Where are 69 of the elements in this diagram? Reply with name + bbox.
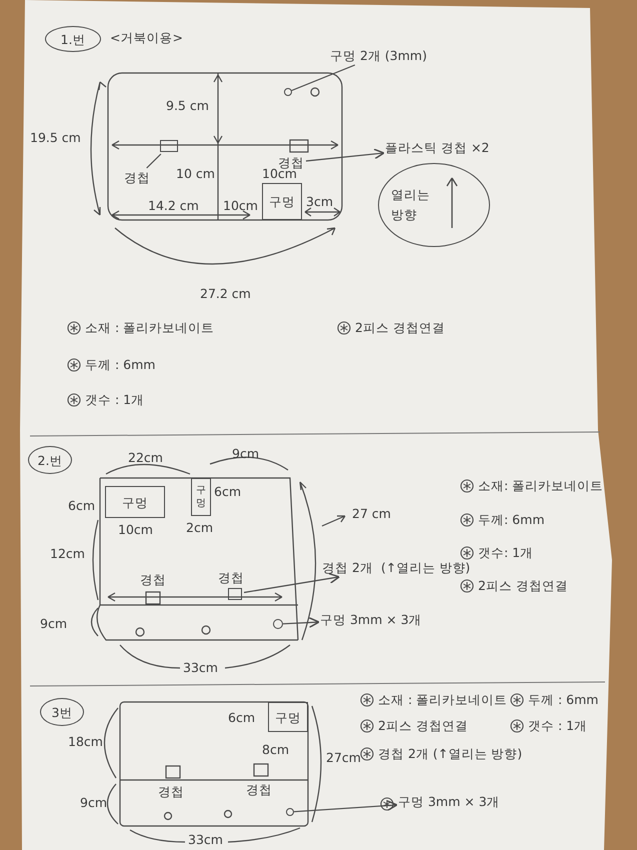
note-text: 경첩 [278,155,304,170]
note-text: 구멍 3mm × 3개 [398,794,500,809]
note-text: 갯수: 1개 [478,545,534,560]
hole-box: 구멍 [262,183,302,220]
hole-circle [273,619,283,629]
hinge-square [160,140,178,152]
note-text: 2피스 경첩연결 [478,578,568,593]
note-text: 두께 : 6mm [85,357,156,372]
note-text: (↑열리는 방향) [380,560,470,575]
dimension-label: 경첩 [246,782,272,797]
hole-circle [286,808,294,816]
leader-line [146,154,162,168]
leader-line [291,64,356,92]
dimension-label: 2cm [186,520,214,535]
dimension-label: 12cm [50,546,85,561]
note-text: 구멍 3mm × 3개 [320,612,422,627]
note-text: 플라스틱 경첩 ×2 [385,140,490,155]
note-text: 2피스 경첩연결 [378,718,468,733]
dimension-label: 14.2 cm [148,198,199,213]
dimension-label: 27.2 cm [200,286,251,301]
hole-box: 구멍 [268,702,308,732]
arrow [244,572,340,594]
dimension-label: 9cm [80,795,108,810]
section-number-circle: 2.번 [28,446,72,474]
dimension-label: 27 cm [352,506,391,521]
dimension-label: 6cm [228,710,256,725]
note-text: 경첩 2개 (↑열리는 방향) [378,746,522,761]
section-number-circle: 3번 [40,698,84,726]
dimension-label: 경첩 [158,784,184,799]
note-text: 2피스 경첩연결 [355,320,445,335]
note-text: 소재 : 폴리카보네이트 [378,692,508,707]
dimension-label: 경첩 [218,570,244,585]
dimension-label: 8cm [262,742,290,757]
note-text: 구멍 2개 (3mm) [330,48,427,63]
dimension-label: 27cm [326,750,361,765]
dimension-label: 22cm [128,450,163,465]
note-text: 갯수 : 1개 [528,718,588,733]
dimension-label: 19.5 cm [30,130,81,145]
dimension-label: 18cm [68,734,103,749]
hole-box: 구멍 [105,486,165,518]
note-text: 경첩 2개 [322,560,373,575]
hole-circle [284,88,292,96]
note-text: 소재: 폴리카보네이트 [478,478,604,493]
dimension-label: 33cm [188,832,223,847]
note-text: 두께: 6mm [478,512,544,527]
subtitle-text: <거북이용> [110,30,183,45]
dimension-label: 10cm [223,198,258,213]
dimension-label: 9cm [40,616,68,631]
dimension-label: 33cm [183,660,218,675]
dimension-label: 3cm [306,194,334,209]
dimension-label: 9.5 cm [166,98,209,113]
arrow [306,148,385,162]
arrow [294,800,398,812]
hinge-square [228,588,242,600]
section-number-circle: 1.번 [45,26,101,52]
dimension-label: 10cm [118,522,153,537]
note-text: 두께 : 6mm [528,692,598,707]
dimension-label: 경첩 [140,572,166,587]
note-text: 소재 : 폴리카보네이트 [85,320,214,335]
note-text: 열리는 방향 [391,186,431,224]
dimension-label: 6cm [68,498,96,513]
direction-circle [378,163,490,247]
dimension-label: 6cm [214,484,242,499]
dimension-label: 10 cm [176,166,215,181]
arrow [282,617,320,628]
hole-box: 구멍 [191,478,211,516]
note-text: 경첩 [124,170,150,185]
note-text: 갯수 : 1개 [85,392,144,407]
dimension-label: 9cm [232,446,260,461]
